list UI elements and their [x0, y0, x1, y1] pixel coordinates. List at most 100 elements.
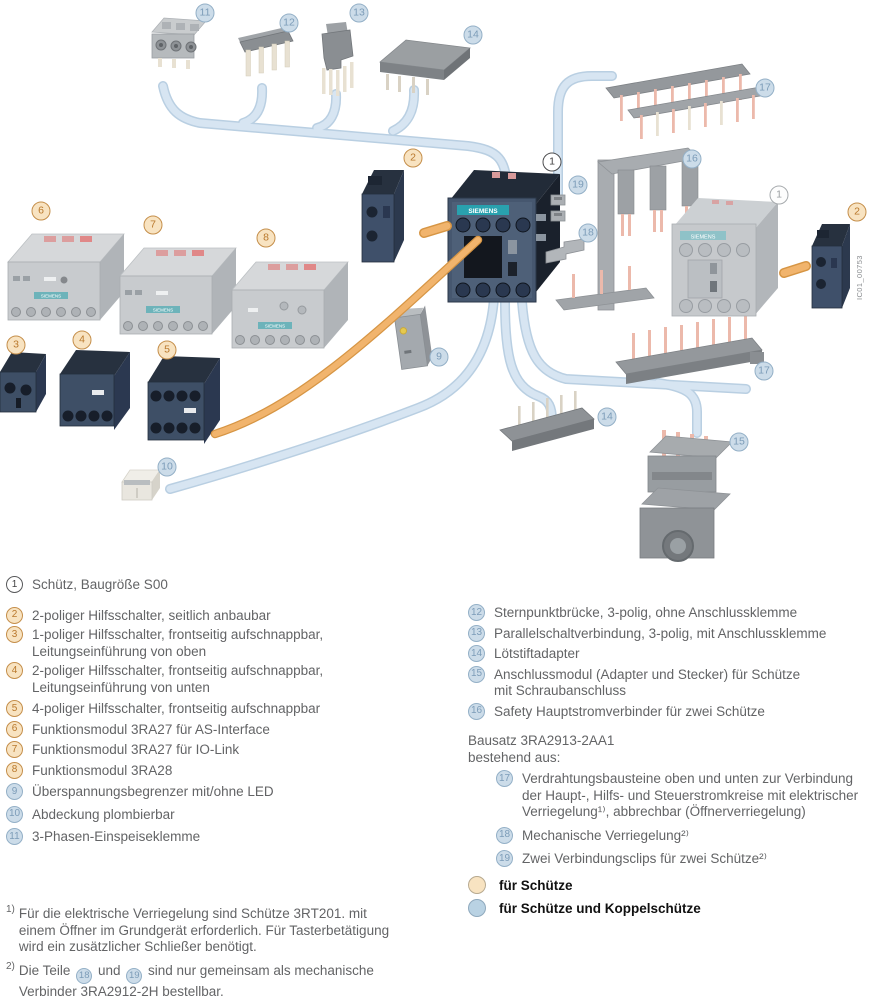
callout-11-infeed: 11 [195, 3, 215, 23]
callout-8-module: 8 [256, 228, 276, 248]
callout-18-interlock: 18 [578, 223, 598, 243]
product-safety-connector [555, 147, 701, 311]
product-star-point-bridge [238, 27, 294, 77]
legend-circle-12: 12 [468, 604, 485, 621]
legend-circle-5: 5 [6, 700, 23, 717]
legend-left-column: 1 Schütz, Baugröße S00 2 2-poliger Hilfs… [6, 576, 426, 849]
footnote-2-marker: 2) [6, 960, 15, 972]
legend-item-6: 6 Funktionsmodul 3RA27 für AS-Interface [6, 720, 426, 739]
callout-6-module: 6 [31, 201, 51, 221]
legend-circle-4: 4 [6, 662, 23, 679]
product-connection-module [639, 430, 733, 562]
callout-16-safety: 16 [682, 149, 702, 169]
product-surge-suppressor [394, 305, 433, 370]
legend-label-16: Safety Hauptstromverbinder für zwei Schü… [494, 703, 765, 719]
legend-circle-14: 14 [468, 645, 485, 662]
callout-10-cover: 10 [157, 457, 177, 477]
callout-1-contactor: 1 [542, 152, 562, 172]
callout-9-suppressor: 9 [429, 347, 449, 367]
legend-item-17: 17 Verdrahtungsbausteine oben und unten … [496, 770, 868, 821]
legend-circle-13: 13 [468, 624, 485, 642]
legend-label-14: Lötstiftadapter [494, 646, 580, 661]
brand-label: SIEMENS [265, 324, 285, 329]
callout-15-module: 15 [729, 432, 749, 452]
legend-label-11: 3-Phasen-Einspeiseklemme [32, 829, 201, 844]
legend-label-18: Mechanische Verriegelung²⁾ [522, 827, 689, 843]
color-key-orange: für Schütze [468, 876, 701, 894]
product-sealable-cover [121, 469, 161, 501]
legend-label-5: 4-poliger Hilfsschalter, frontseitig auf… [32, 701, 321, 716]
figure-id: IC01_00753 [855, 255, 864, 300]
footnote-circle-19: 19 [126, 967, 143, 984]
legend-label-2: 2-poliger Hilfsschalter, seitlich anbaub… [32, 607, 271, 623]
orange-key-label: für Schütze [499, 877, 573, 893]
brand-label: SIEMENS [468, 208, 498, 215]
callout-19-clips: 19 [568, 175, 588, 195]
legend-circle-6: 6 [6, 720, 23, 738]
footnote-2: 2) Die Teile 18 und 19 sind nur gemeinsa… [6, 960, 426, 1000]
callout-17-wiring-bottom: 17 [754, 361, 774, 381]
footnote-circle-18: 18 [76, 967, 93, 984]
callout-2-aux-right: 2 [847, 202, 867, 222]
product-parallel-link [321, 22, 354, 96]
legend-item-15: 15 Anschlussmodul (Adapter und Stecker) … [468, 665, 868, 700]
orange-wires [210, 221, 811, 439]
footnote-2-part1: Die Teile [18, 962, 71, 978]
legend-circle-2: 2 [6, 606, 23, 624]
legend-circle-3: 3 [6, 626, 23, 643]
legend-item-13: 13 Parallelschaltverbindung, 3-polig, mi… [468, 624, 868, 643]
product-connecting-clips [550, 194, 566, 222]
legend-circle-8: 8 [6, 761, 23, 779]
legend-item-18: 18 Mechanische Verriegelung²⁾ [496, 826, 868, 845]
legend-item-16: 16 Safety Hauptstromverbinder für zwei S… [468, 702, 868, 721]
product-wiring-module-top [605, 63, 767, 139]
product-aux-switch-4pole [147, 356, 220, 444]
callout-7-module: 7 [143, 215, 163, 235]
product-infeed-terminal [151, 17, 207, 69]
callout-17-wiring-top: 17 [755, 78, 775, 98]
legend-label-13: Parallelschaltverbindung, 3-polig, mit A… [494, 625, 827, 641]
legend-label-10: Abdeckung plombierbar [32, 806, 175, 822]
product-function-module-7: SIEMENS [119, 247, 237, 335]
kit-title: Bausatz 3RA2913-2AA1 [468, 733, 615, 748]
legend-item-19: 19 Zwei Verbindungsclips für zwei Schütz… [496, 850, 868, 868]
legend-label-15: Anschlussmodul (Adapter und Stecker) für… [494, 666, 801, 699]
legend-item-3: 3 1-poliger Hilfsschalter, frontseitig a… [6, 626, 426, 660]
product-function-module-6: SIEMENS [7, 233, 125, 321]
legend-item-9: 9 Überspannungsbegrenzer mit/ohne LED [6, 783, 426, 801]
legend-label-9: Überspannungsbegrenzer mit/ohne LED [32, 784, 274, 799]
product-contactor-right: SIEMENS [671, 198, 778, 317]
legend-label-1: Schütz, Baugröße S00 [32, 577, 168, 592]
product-aux-switch-2pole [59, 350, 130, 430]
callout-1-contactor-right: 1 [769, 185, 789, 205]
legend-label-19: Zwei Verbindungsclips für zwei Schütze²⁾ [522, 851, 767, 866]
footnote-2-part3: sind nur gemeinsam als mechanische Verbi… [18, 962, 374, 999]
product-wiring-module-bottom [615, 314, 764, 384]
product-function-module-8: SIEMENS [231, 261, 349, 349]
diagram-canvas: SIEMENS SIEMENS SIEMENS [0, 17, 864, 562]
brand-label: SIEMENS [153, 308, 173, 313]
legend-circle-9: 9 [6, 783, 23, 800]
legend-circle-10: 10 [6, 805, 23, 823]
legend-item-5: 5 4-poliger Hilfsschalter, frontseitig a… [6, 700, 426, 718]
footnote-2-text: Die Teile 18 und 19 sind nur gemeinsam a… [19, 963, 374, 1000]
footnote-1: 1) Für die elektrische Verriegelung sind… [6, 904, 426, 956]
legend-item-1: 1 Schütz, Baugröße S00 [6, 576, 426, 594]
blue-key-dot [468, 899, 486, 917]
legend-circle-16: 16 [468, 702, 485, 720]
callout-5-aux: 5 [157, 340, 177, 360]
legend-item-11: 11 3-Phasen-Einspeiseklemme [6, 828, 426, 846]
legend-item-2: 2 2-poliger Hilfsschalter, seitlich anba… [6, 606, 426, 625]
blue-tubes [158, 71, 751, 494]
callout-14-adapter-bottom: 14 [597, 407, 617, 427]
blue-key-label: für Schütze und Koppelschütze [499, 900, 701, 916]
footnote-2-part2: und [97, 962, 121, 978]
legend-label-3: 1-poliger Hilfsschalter, frontseitig auf… [32, 627, 324, 659]
legend-label-6: Funktionsmodul 3RA27 für AS-Interface [32, 721, 270, 737]
callout-14-adapter-top: 14 [463, 25, 483, 45]
orange-key-dot [468, 876, 486, 894]
legend-circle-11: 11 [6, 828, 23, 845]
footnote-1-text: Für die elektrische Verriegelung sind Sc… [18, 906, 390, 954]
kit-subtitle: bestehend aus: [468, 750, 561, 765]
